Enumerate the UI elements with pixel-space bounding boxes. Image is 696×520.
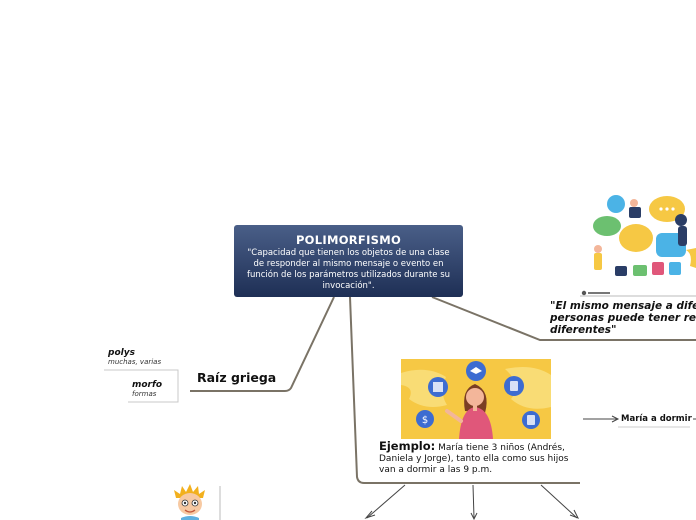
morfo-meaning: formas	[132, 390, 162, 398]
teacher-illustration: $	[401, 359, 551, 439]
quote-node[interactable]: "El mismo mensaje a difer personas puede…	[550, 300, 696, 336]
child-arrow-2	[473, 485, 474, 518]
polys-node[interactable]: polys muchas, varias	[108, 348, 161, 366]
child-arrow-3	[541, 485, 577, 518]
maria-dormir-node[interactable]: María a dormir	[621, 414, 692, 424]
speech-bubbles-illustration	[580, 186, 696, 298]
ejemplo-label: Ejemplo:	[379, 439, 435, 453]
morfo-node[interactable]: morfo formas	[132, 380, 162, 398]
polys-meaning: muchas, varias	[108, 358, 161, 366]
quote-line-2: personas puede tener resu	[550, 312, 696, 324]
boy-illustration	[170, 484, 210, 520]
child-arrow-1	[367, 485, 405, 518]
polys-term: polys	[108, 348, 161, 358]
central-description: "Capacidad que tienen los objetos de una…	[244, 248, 453, 292]
child-arrowhead-3	[570, 510, 578, 518]
quote-line-3: diferentes"	[550, 324, 696, 336]
quote-line-1: "El mismo mensaje a difer	[550, 300, 696, 312]
ejemplo-node[interactable]: Ejemplo: María tiene 3 niños (Andrés, Da…	[379, 441, 579, 476]
svg-text:$: $	[422, 415, 428, 426]
central-topic[interactable]: POLIMORFISMO "Capacidad que tienen los o…	[234, 225, 463, 297]
morfo-term: morfo	[132, 380, 162, 390]
central-title: POLIMORFISMO	[234, 233, 463, 247]
raiz-griega-topic[interactable]: Raíz griega	[197, 370, 276, 385]
